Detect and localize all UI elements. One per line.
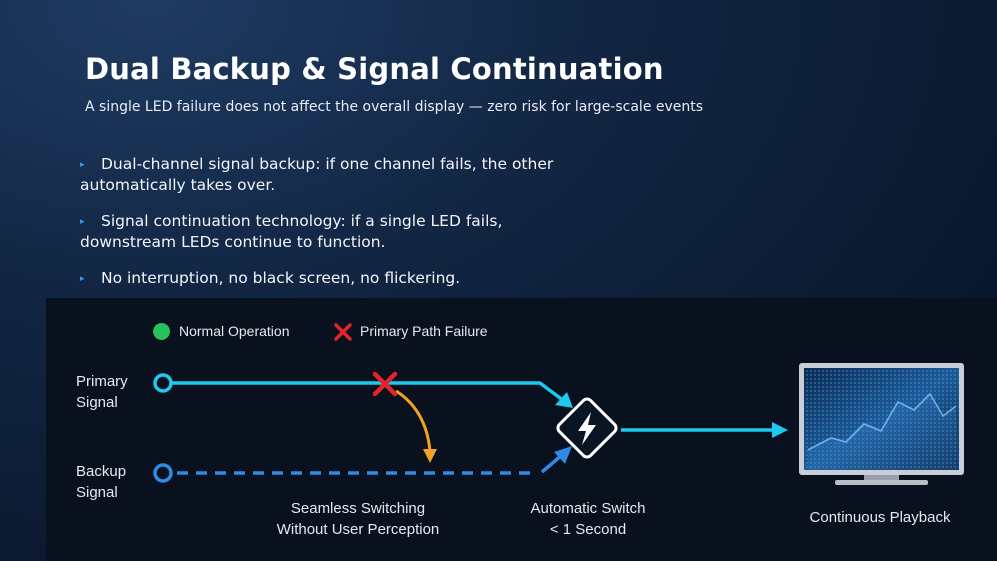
- automatic-switch-node: [556, 397, 618, 459]
- failover-arrow: [395, 389, 437, 463]
- feature-text-line2: downstream LEDs continue to function.: [80, 233, 386, 251]
- backup-signal-node: [153, 463, 173, 483]
- seamless-line1: Seamless Switching: [290, 500, 426, 517]
- feature-item: ▸ No interruption, no black screen, no fl…: [80, 268, 640, 289]
- seamless-switch-caption: Seamless Switching Without User Percepti…: [258, 498, 458, 540]
- backup-signal-label: Backup Signal: [76, 461, 126, 503]
- feature-item: ▸ Signal continuation technology: if a si…: [80, 211, 640, 252]
- backup-label-line1: Backup: [76, 463, 127, 480]
- feature-text-line1: Signal continuation technology: if a sin…: [101, 212, 503, 230]
- feature-text-line1: Dual-channel signal backup: if one chann…: [101, 155, 554, 173]
- primary-signal-label: Primary Signal: [76, 371, 128, 413]
- auto-switch-caption: Automatic Switch < 1 Second: [498, 498, 678, 540]
- primary-signal-node: [153, 373, 173, 393]
- output-signal-path: [621, 422, 788, 438]
- red-x-icon: [372, 371, 398, 397]
- monitor-icon: [799, 363, 964, 485]
- signal-diagram: Normal Operation Primary Path Failure Pr…: [46, 298, 997, 561]
- auto-switch-line1: Automatic Switch: [530, 500, 646, 517]
- feature-list: ▸ Dual-channel signal backup: if one chan…: [80, 154, 640, 305]
- page-subtitle: A single LED failure does not affect the…: [85, 99, 704, 115]
- feature-text-line2: automatically takes over.: [80, 176, 276, 194]
- primary-label-line2: Signal: [76, 394, 118, 411]
- diagram-graphics: [153, 363, 964, 485]
- bullet-marker-icon: ▸: [80, 217, 85, 227]
- green-dot-icon: [153, 323, 170, 340]
- legend-red-x-icon: [334, 323, 352, 341]
- page-title: Dual Backup & Signal Continuation: [85, 52, 664, 86]
- bullet-marker-icon: ▸: [80, 160, 85, 170]
- lightning-icon: [578, 412, 596, 445]
- legend-failure-label: Primary Path Failure: [360, 323, 488, 339]
- primary-label-line1: Primary: [76, 373, 128, 390]
- backup-label-line2: Signal: [76, 484, 118, 501]
- output-caption: Continuous Playback: [809, 509, 951, 526]
- feature-item: ▸ Dual-channel signal backup: if one chan…: [80, 154, 640, 195]
- feature-text-line1: No interruption, no black screen, no fli…: [101, 269, 461, 287]
- legend-normal-label: Normal Operation: [179, 323, 290, 339]
- auto-switch-line2: < 1 Second: [549, 521, 627, 538]
- seamless-line2: Without User Perception: [276, 521, 440, 538]
- bullet-marker-icon: ▸: [80, 274, 85, 284]
- primary-signal-path: [153, 373, 573, 408]
- backup-signal-path: [153, 446, 572, 483]
